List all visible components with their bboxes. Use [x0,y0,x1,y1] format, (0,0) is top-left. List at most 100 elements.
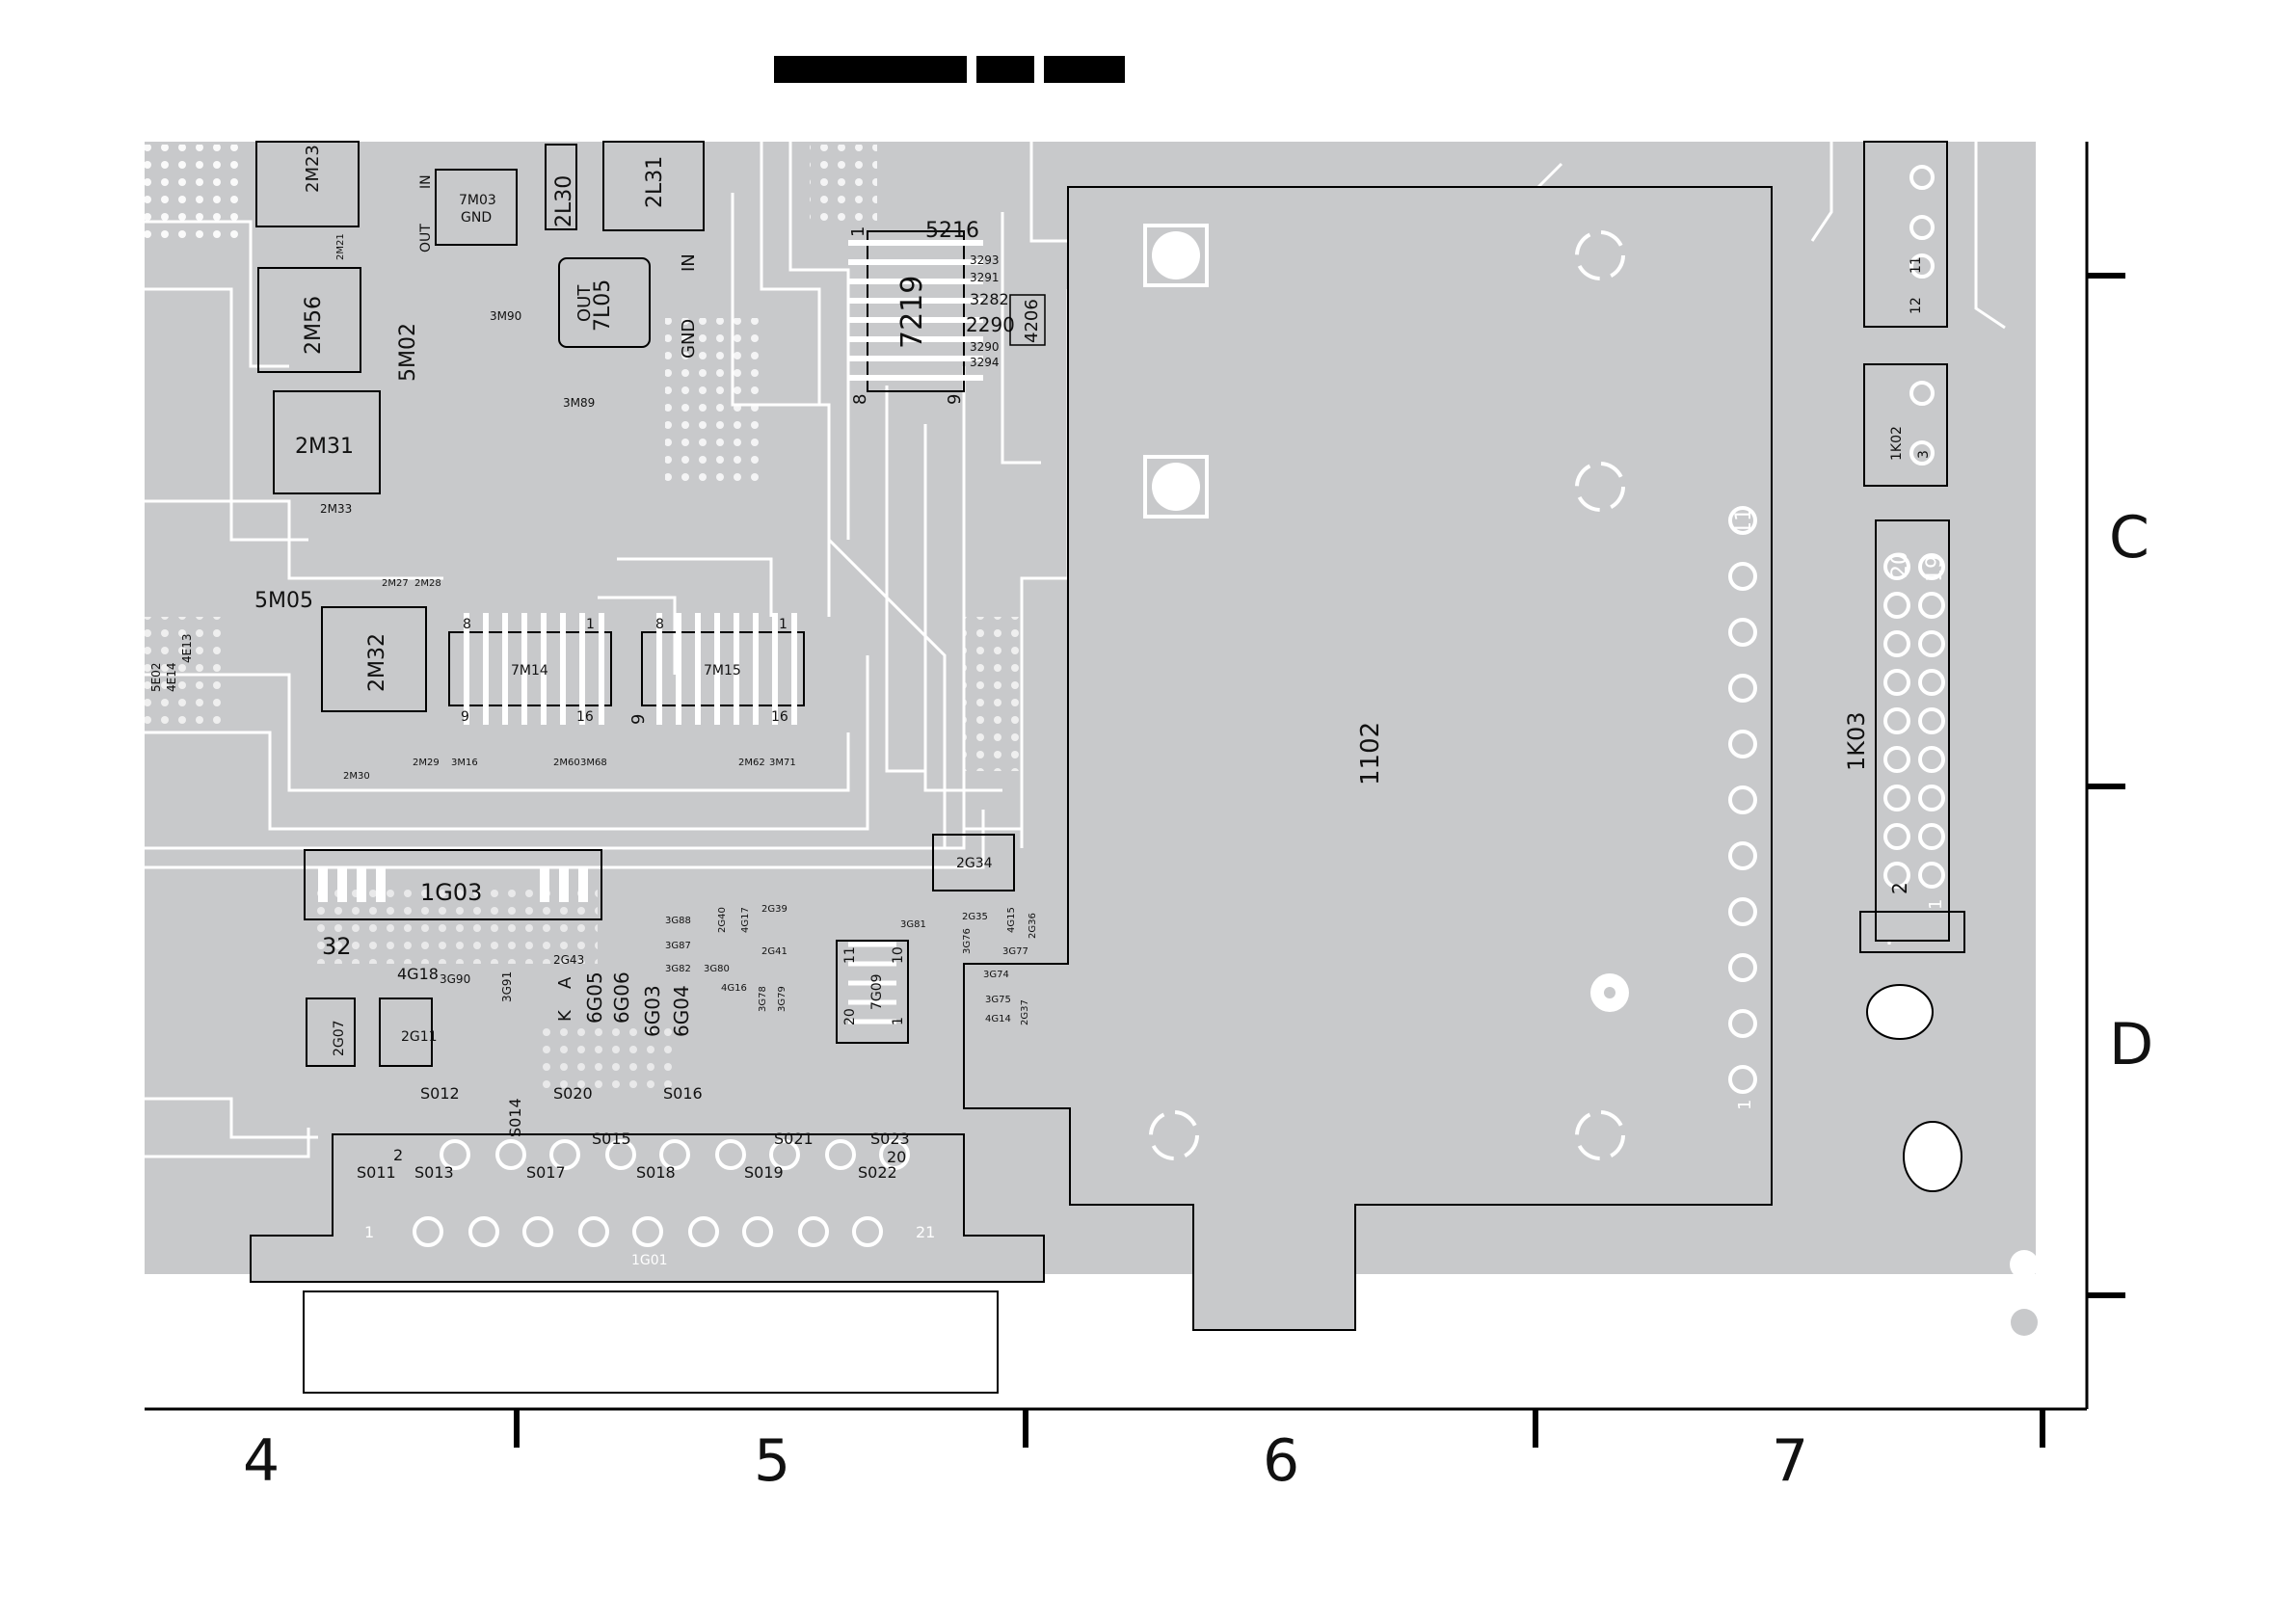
misc-2m62-label: 2M62 [738,758,765,768]
pad-s014: S014 [506,1098,524,1137]
pad-s018: S018 [636,1163,676,1182]
misc-2g43-label: 2G43 [553,953,584,967]
connector-1g01-label: 1G01 [631,1253,668,1268]
connector-top-right: 12 11 [1863,141,1948,328]
pad-s012: S012 [420,1084,460,1103]
ic-7m15: 7M15 8 1 9 16 [628,613,805,725]
misc-3g88-label: 3G88 [665,916,691,926]
grid-row-c: C [2109,504,2149,572]
ic-7m15-label: 7M15 [704,663,741,678]
res-5216-label: 5216 [925,219,979,243]
misc-3g77-label: 3G77 [1002,946,1028,957]
misc-2g37-label: 2G37 [1020,999,1030,1025]
pad-s021: S021 [774,1130,814,1148]
misc-5e02-label: 5E02 [149,663,163,693]
connector-1k03-pin-1: 1 [1926,899,1946,910]
res-3293-label: 3293 [970,253,1000,267]
ic-7m03-out: OUT [418,224,434,253]
ic-7g09-pin-11: 11 [842,946,858,964]
module-1102-label: 1102 [1356,722,1385,785]
misc-2m29-label: 2M29 [413,758,440,768]
module-1102: 1102 11 1 [963,186,1773,1331]
misc-6g06-label: 6G06 [610,971,633,1024]
connector-1g01-pin-2: 2 [393,1146,403,1164]
misc-6g05-label: 6G05 [583,971,606,1024]
connector-1g01: 1G01 1 21 2 20 [250,1133,1045,1394]
ic-7m03-gnd: GND [461,210,492,226]
misc-3g75-label: 3G75 [985,995,1011,1005]
res-4206-label: 4206 [1022,299,1042,343]
coil-7l05: 7L05 OUT GND IN [558,253,699,359]
connector-1k03-pin-2: 2 [1888,882,1911,894]
ic-7219-pin-1: 1 [848,226,868,237]
connector-1k03-pin-19: 19 [1923,555,1947,582]
misc-3g74-label: 3G74 [983,970,1009,980]
small-parts-cluster: 4G18 3G90 3G91 2G43 K A 6G05 6G06 6G03 6… [306,834,1038,1067]
misc-4g17-label: 4G17 [740,907,751,933]
misc-3m71-label: 3M71 [769,758,796,768]
coil-2l31-label: 2L31 [643,156,667,208]
misc-4g18-label: 4G18 [397,965,439,983]
misc-2m30-label: 2M30 [343,771,370,782]
pad-s019: S019 [744,1163,784,1182]
misc-3g81-label: 3G81 [900,919,926,930]
misc-2g39-label: 2G39 [761,904,788,915]
grid-col-6: 6 [1263,1427,1299,1495]
cap-2m33-label: 2M33 [320,502,352,516]
misc-3g91-label: 3G91 [500,971,514,1002]
misc-3g80-label: 3G80 [704,964,730,974]
ic-7g09: 7G09 11 20 10 1 [836,940,909,1044]
res-3290-label: 3290 [970,340,1000,354]
connector-1k03-label: 1K03 [1843,711,1870,771]
pad-s013: S013 [414,1163,454,1182]
misc-4e14-label: 4E14 [165,663,178,693]
solder-pad-labels: S011 S012 S013 S014 S015 S016 S017 S018 … [357,1084,910,1182]
pad-s011: S011 [357,1163,396,1182]
grid-col-7: 7 [1772,1427,1808,1495]
misc-4g16-label: 4G16 [721,983,747,994]
coil-5m05-label: 5M05 [254,589,313,613]
connector-1k02: 1K02 3 [1863,363,1948,487]
ic-7g09-pin-20: 20 [842,1008,858,1025]
module-1102-pin-11: 11 [1732,508,1756,535]
in-label: IN [679,253,699,272]
misc-3g87-label: 3G87 [665,941,691,951]
res-3294-label: 3294 [970,356,1000,369]
ic-7m03-label: 7M03 [459,193,496,208]
misc-3m68-label: 3M68 [580,758,607,768]
misc-2m27-label: 2M27 [382,578,409,589]
misc-3g90-label: 3G90 [440,972,470,986]
res-3291-label: 3291 [970,271,1000,284]
misc-6g04-label: 6G04 [670,985,693,1037]
ic-7m15-pin-9: 9 [628,714,649,725]
connector-1g03-label: 1G03 [420,879,482,906]
header-bars [774,56,1125,83]
ic-7g09-label: 7G09 [869,973,885,1010]
misc-3g78-label: 3G78 [758,986,768,1012]
grid-labels: 4 5 6 7 C D [243,504,2153,1495]
pad-s022: S022 [858,1163,897,1182]
coil-7l05-label: 7L05 [591,279,615,332]
pad-s017: S017 [526,1163,566,1182]
misc-3m90-label: 3M90 [490,309,521,323]
connector-1g01-pin-1: 1 [364,1223,374,1241]
cap-2g34-label: 2G34 [956,856,993,871]
ic-7m15-pin-16: 16 [771,709,788,725]
grid-col-5: 5 [754,1427,790,1495]
ic-7g09-pin-10: 10 [891,946,906,964]
frame-lines [145,142,2125,1448]
module-1102-pin-1: 1 [1735,1100,1755,1110]
ic-7m15-pin-8: 8 [655,617,664,632]
coil-5m02-label: 5M02 [396,323,420,382]
misc-2m28-label: 2M28 [414,578,441,589]
ic-7219: 7219 1 8 9 5216 3293 3291 3282 2290 3290… [848,219,1046,405]
ic-7m03: 7M03 GND OUT IN [418,169,518,253]
cap-2g11-label: 2G11 [401,1029,438,1045]
mounting-holes [1866,984,2039,1336]
ic-7219-pin-9: 9 [945,394,965,405]
ic-7m14-pin-1: 1 [586,617,595,632]
ic-7g09-pin-1: 1 [891,1017,906,1025]
connector-1k02-label: 1K02 [1889,426,1905,461]
coils-2l30-2l31: 2L30 2L31 [545,141,705,231]
